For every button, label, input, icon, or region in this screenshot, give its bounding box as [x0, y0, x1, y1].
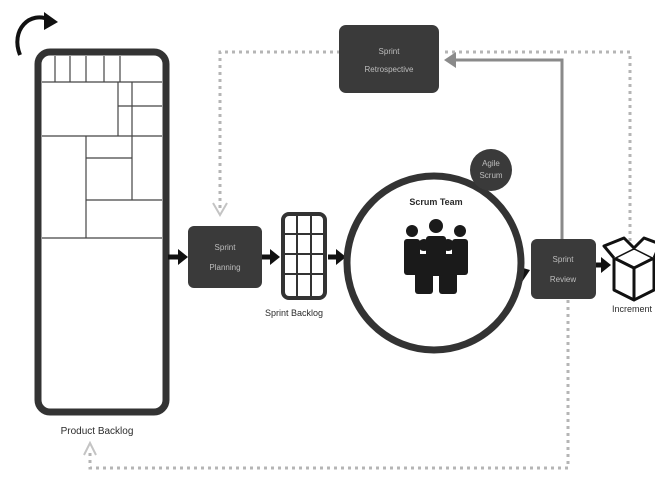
agile-scrum-line2: Scrum: [479, 171, 502, 180]
sprint-planning-box: [188, 226, 262, 288]
sprint-review-line2: Review: [550, 275, 576, 284]
dotted-arrowhead-planning: [212, 202, 228, 217]
agile-scrum-line1: Agile: [482, 159, 500, 168]
agile-scrum-circle: [470, 149, 512, 191]
dotted-loop-bottom: [88, 300, 570, 470]
sprint-review-line1: Sprint: [553, 255, 575, 264]
review-to-retro-arrow: [450, 58, 564, 240]
sprint-planning-line2: Planning: [209, 263, 240, 272]
dotted-loop-retro-to-planning: [445, 50, 632, 248]
product-backlog-label: Product Backlog: [61, 426, 134, 437]
sprint-review-box: [531, 239, 596, 299]
product-backlog: [34, 48, 170, 416]
sprint-backlog-label: Sprint Backlog: [265, 308, 323, 318]
sprint-backlog-grid: [281, 212, 327, 300]
team-icon: [404, 219, 468, 294]
dotted-arrowhead-backlog: [83, 440, 97, 456]
sprint-planning-line1: Sprint: [215, 243, 237, 252]
sprint-retrospective-line1: Sprint: [379, 47, 401, 56]
box-icon: [602, 236, 655, 302]
sprint-retrospective-box: [339, 25, 439, 93]
review-to-retro-arrowhead: [444, 52, 456, 68]
sprint-retrospective-line2: Retrospective: [365, 65, 414, 74]
dotted-loop-top-left: [218, 50, 340, 208]
increment-label: Increment: [612, 304, 653, 314]
scrum-team-label: Scrum Team: [409, 197, 462, 207]
